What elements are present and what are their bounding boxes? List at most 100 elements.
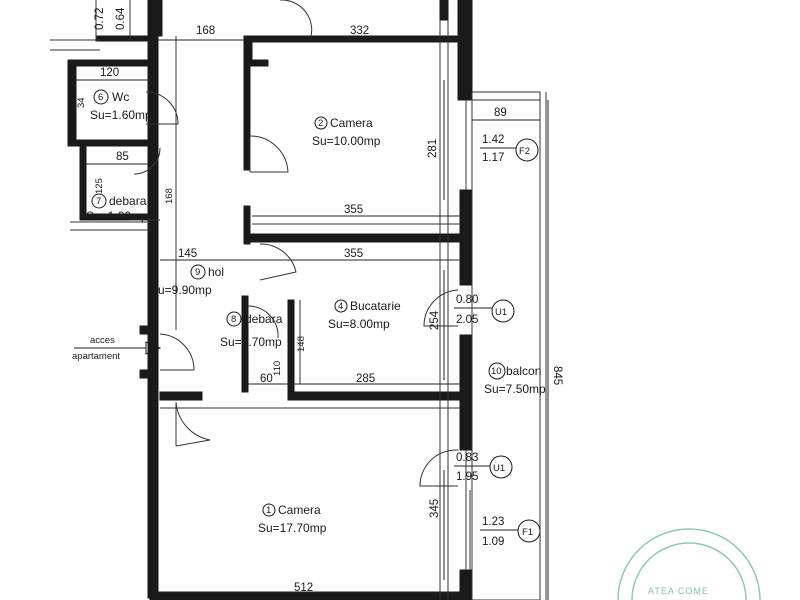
room-area: Su=9.90mp (150, 283, 212, 297)
door-arc-wc (145, 91, 179, 125)
room-area: Su=8.00mp (328, 317, 390, 331)
room-name: debara (109, 194, 147, 208)
dim-125: 125 (94, 178, 105, 194)
svg-text:acces: acces (90, 335, 115, 346)
dim-332: 332 (350, 25, 369, 37)
dim-072: 0.72 (94, 8, 106, 30)
svg-text:7: 7 (96, 196, 101, 207)
tag-u1-b (489, 455, 513, 479)
svg-text:1.23: 1.23 (482, 516, 504, 528)
room-number-badge (93, 89, 109, 105)
room-debara-8: 8 debara Su=0.70mp (220, 311, 283, 349)
room-wc: 6 Wc Su=1.60mp (90, 89, 152, 122)
room-area: Su=0.70mp (220, 335, 282, 349)
opening-u1-b: 0.83 1.95 U1 (454, 452, 513, 483)
door-arc-camera1 (175, 401, 211, 447)
svg-text:9: 9 (195, 267, 200, 278)
camera2-left-wall (243, 59, 251, 171)
svg-text:ATEA COME: ATEA COME (648, 586, 709, 596)
entrance-arrow (74, 341, 162, 355)
svg-text:2: 2 (318, 118, 323, 129)
svg-text:0.83: 0.83 (456, 452, 478, 464)
room-area: Su=17.70mp (258, 521, 327, 535)
door-arc-u1a (423, 289, 459, 327)
room-area: Su=1.60mp (90, 108, 152, 122)
svg-text:0.80: 0.80 (456, 294, 478, 306)
tag-u1-a (491, 299, 515, 323)
room-number-badge (91, 193, 107, 209)
dim-355-b: 355 (344, 248, 363, 260)
doors (133, 0, 459, 487)
room-bucatarie: 4 Bucatarie Su=8.00mp (328, 299, 401, 331)
dim-89: 89 (494, 107, 507, 119)
dim-845: 845 (551, 366, 563, 385)
svg-text:F1: F1 (522, 527, 533, 538)
room-name: Camera (330, 116, 373, 130)
dim-168-top: 168 (196, 25, 215, 37)
room-area: Su=1.00mp (86, 209, 148, 223)
stamp: ATEA COME (617, 528, 761, 600)
opening-u1-a: 0.80 2.05 U1 (454, 294, 515, 326)
dim-285: 285 (356, 373, 375, 385)
room-balcon: 10 balcon Su=7.50mp (484, 362, 546, 396)
room-number-badge (314, 116, 328, 130)
walls (67, 0, 473, 600)
svg-text:2.05: 2.05 (456, 314, 478, 326)
svg-text:10: 10 (491, 366, 502, 377)
dim-34: 34 (76, 97, 87, 108)
room-number-badge (190, 264, 206, 280)
dim-110: 110 (272, 361, 283, 376)
door-arc-debara8 (247, 305, 279, 339)
dim-168-side: 168 (164, 188, 175, 204)
room-number-badge (488, 362, 506, 380)
opening-f1: 1.23 1.09 F1 (480, 516, 541, 548)
room-area: Su=7.50mp (484, 382, 546, 396)
room-name: debara (245, 312, 283, 326)
door-arc-debara7 (133, 147, 161, 175)
room-name: hol (208, 265, 224, 279)
svg-text:1.42: 1.42 (482, 134, 504, 146)
svg-text:1.17: 1.17 (482, 152, 504, 164)
svg-text:4: 4 (338, 301, 343, 312)
room-area: Su=10.00mp (312, 134, 381, 148)
room-number-badge (334, 299, 348, 313)
dim-148: 148 (296, 336, 307, 352)
door-arc-u1b (419, 449, 459, 487)
room-name: balcon (506, 364, 541, 378)
room-number-badge (226, 311, 242, 327)
dim-85: 85 (116, 151, 129, 163)
room-debara-7: 7 debara Su=1.00mp (86, 193, 148, 223)
svg-text:1: 1 (266, 505, 271, 516)
entrance-label: acces apartament (72, 335, 120, 362)
svg-text:F2: F2 (519, 146, 530, 157)
door-arc-camera2 (249, 135, 289, 173)
dim-145: 145 (178, 248, 197, 260)
dim-345: 345 (429, 499, 441, 518)
dimensions: 0.72 0.64 168 332 120 34 85 125 168 89 2… (76, 7, 563, 594)
dim-355-a: 355 (344, 204, 363, 216)
room-hol: 9 hol Su=9.90mp (150, 264, 224, 297)
room-name: Bucatarie (350, 299, 401, 313)
dim-120: 120 (100, 67, 119, 79)
opening-f2: 1.42 1.17 F2 (480, 134, 539, 164)
room-name: Wc (112, 90, 129, 104)
svg-text:6: 6 (98, 92, 103, 103)
dim-064: 0.64 (115, 7, 127, 30)
tag-f2 (515, 138, 539, 162)
svg-text:1.09: 1.09 (482, 536, 504, 548)
room-number-badge (262, 503, 276, 517)
dimension-lines (76, 39, 549, 600)
svg-text:apartament: apartament (72, 351, 120, 362)
svg-text:8: 8 (231, 314, 236, 325)
room-name: Camera (278, 503, 321, 517)
door-arc-top (280, 0, 313, 41)
door-arc-entrance (159, 333, 195, 371)
room-camera-2: 2 Camera Su=10.00mp (312, 116, 381, 148)
svg-text:U1: U1 (495, 307, 507, 318)
dim-60: 60 (260, 373, 273, 385)
door-arc-hol (259, 243, 297, 281)
dim-254: 254 (429, 310, 441, 330)
tag-f1 (517, 519, 541, 543)
svg-text:U1: U1 (493, 463, 505, 474)
